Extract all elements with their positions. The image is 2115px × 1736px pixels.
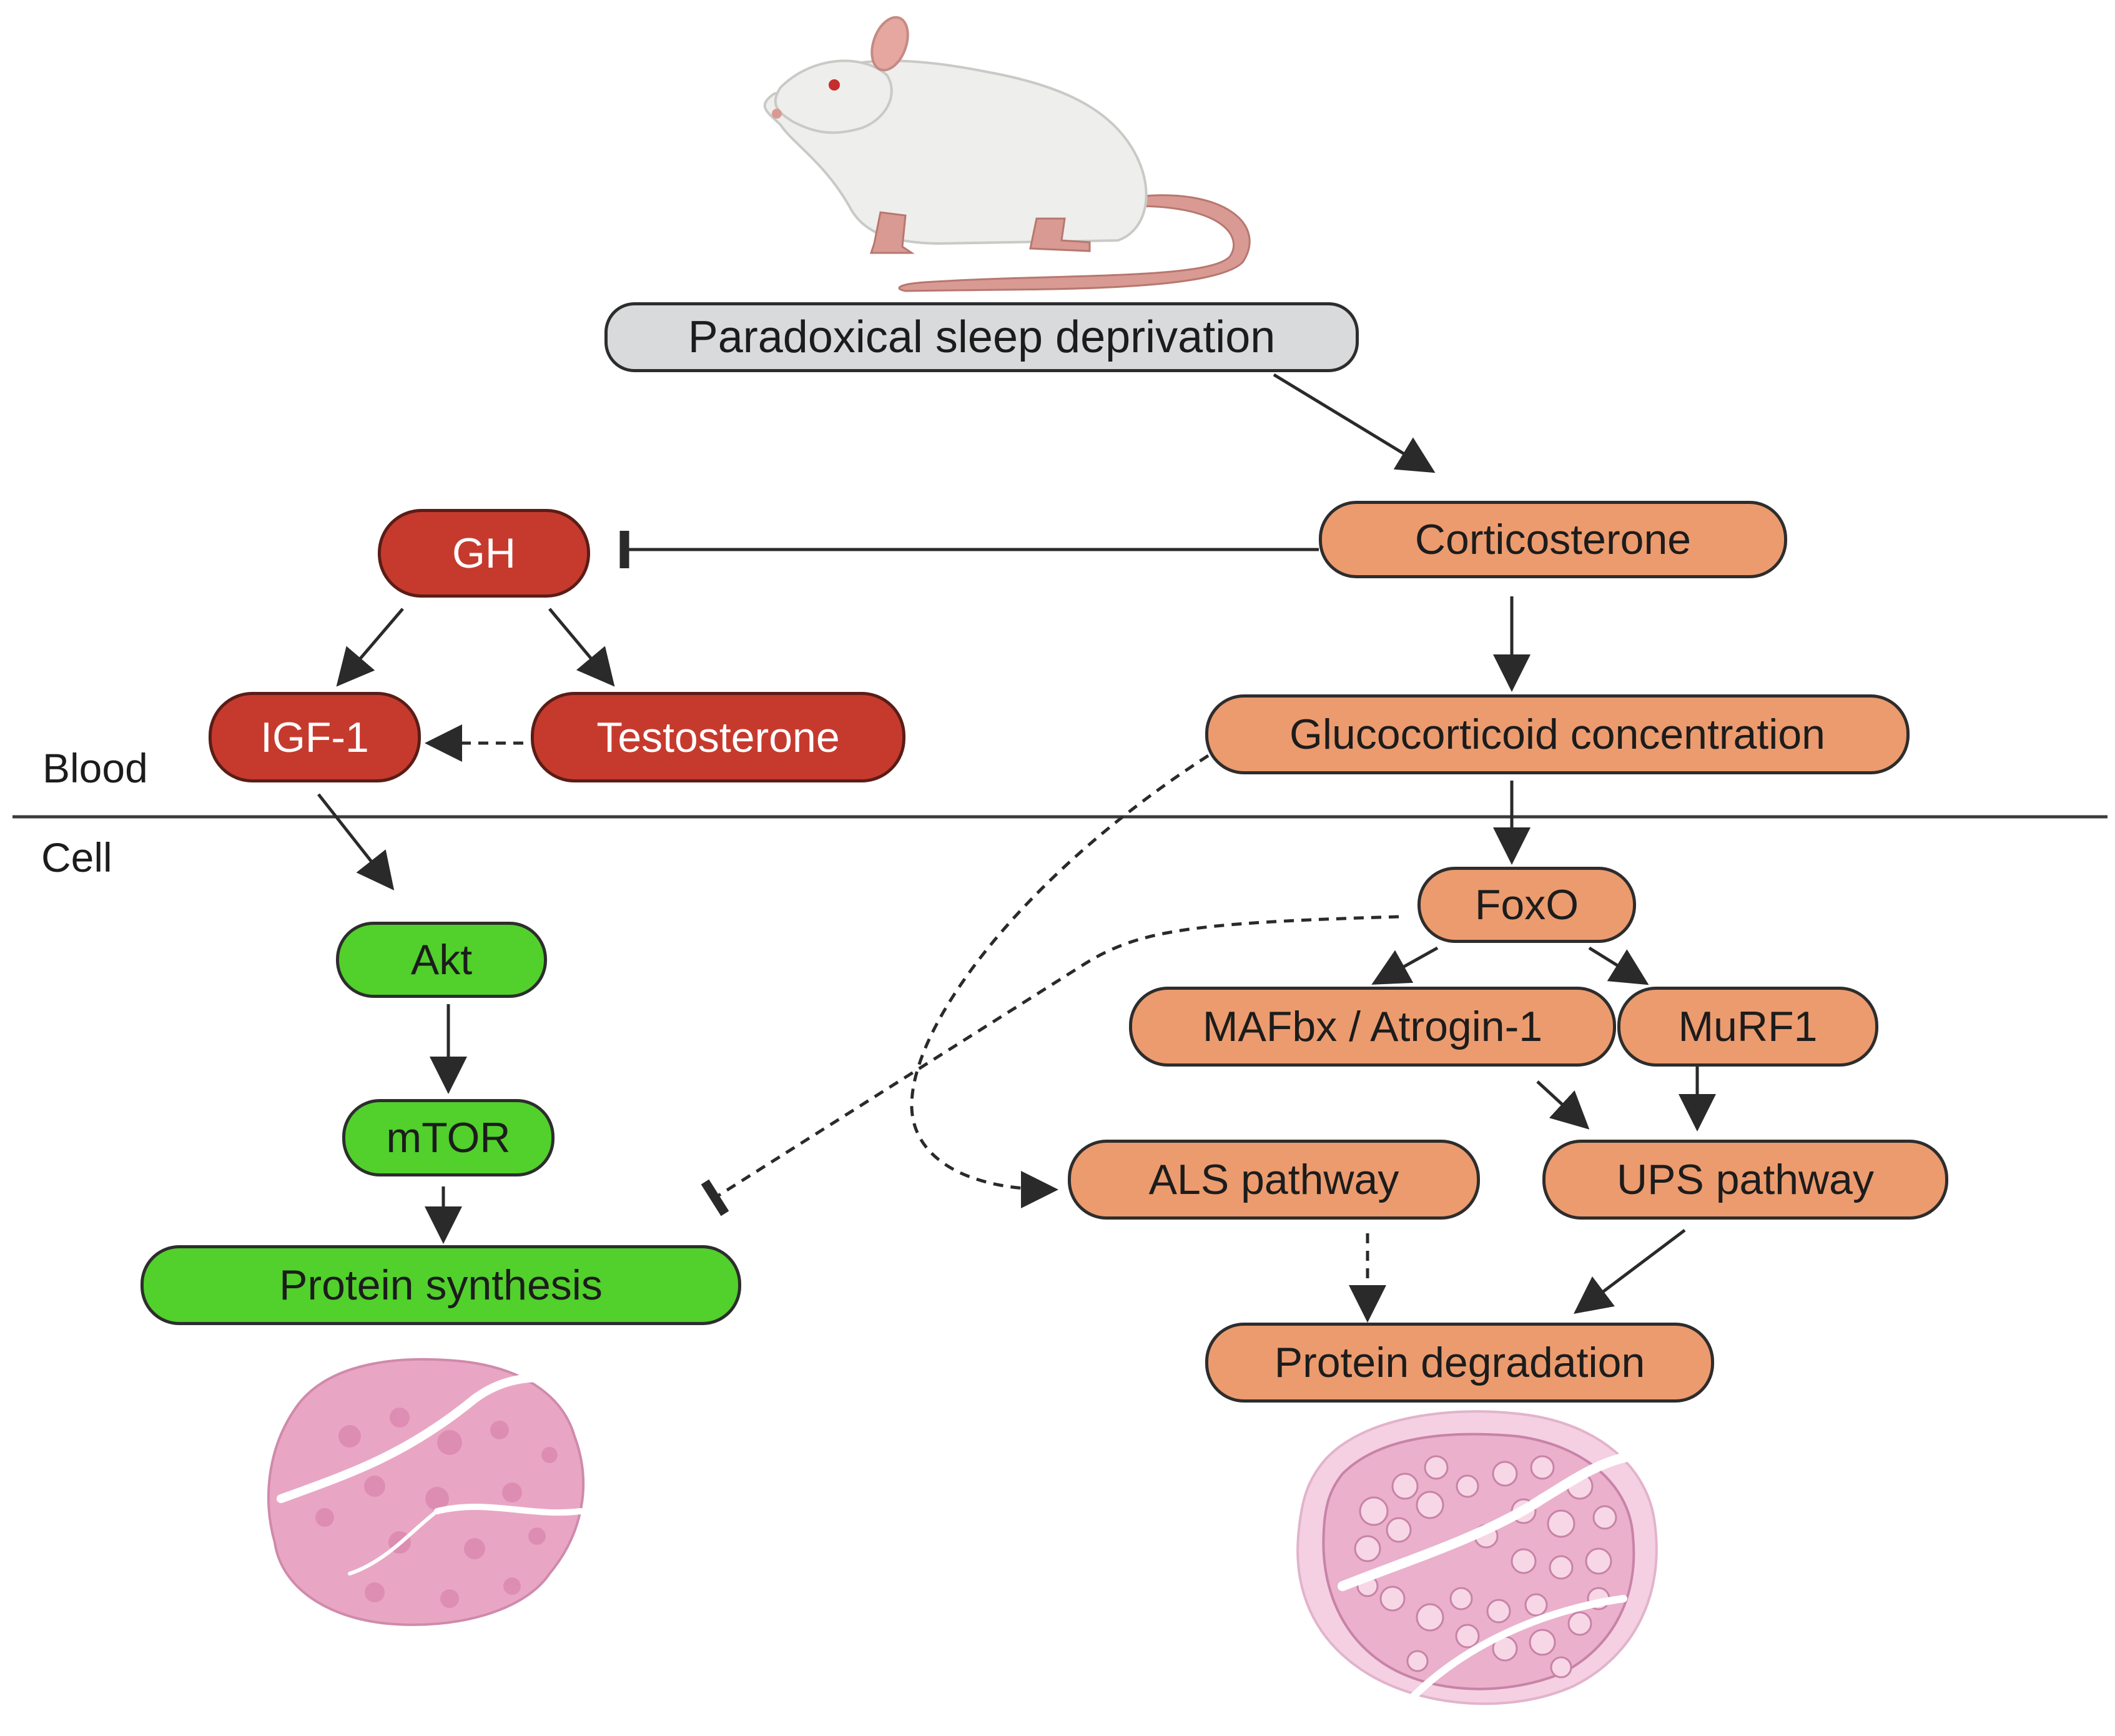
muscle-atrophied-fascia: [1338, 1450, 1641, 1591]
node-corticosterone: Corticosterone: [1319, 501, 1787, 578]
edge-gh-testosterone: [548, 608, 615, 687]
muscle-healthy-fascia: [277, 1373, 566, 1503]
node-protein-degradation: Protein degradation: [1205, 1323, 1714, 1403]
rat-eye: [829, 79, 840, 91]
node-mtor: mTOR: [342, 1099, 555, 1176]
node-ups-pathway: UPS pathway: [1542, 1140, 1948, 1220]
edge-glucocorticoid-als: [910, 754, 1210, 1208]
edge-igf1-akt: [317, 793, 395, 890]
node-gh: GH: [378, 509, 590, 598]
node-glucocorticoid-concentration: Glucocorticoid concentration: [1205, 694, 1910, 774]
rat-head: [774, 59, 893, 134]
edge-mafbx-ups: [1536, 1080, 1590, 1130]
muscle-healthy-outline: [267, 1358, 585, 1626]
edge-foxo-murf1: [1588, 946, 1649, 985]
node-paradoxical-sleep-deprivation: Paradoxical sleep deprivation: [604, 302, 1359, 372]
node-testosterone: Testosterone: [531, 692, 905, 782]
rat-front-leg: [869, 211, 915, 254]
muscle-healthy-fascia-2: [434, 1503, 584, 1516]
edge-gh-igf1: [336, 608, 404, 687]
edge-psd-corticosterone: [1273, 373, 1436, 473]
rat-illustration: [763, 16, 1251, 292]
region-label-blood: Blood: [42, 745, 148, 791]
rat-nose: [772, 109, 782, 119]
edge-ups-protein-degradation: [1574, 1229, 1686, 1314]
rat-tail: [898, 194, 1251, 292]
muscle-atrophied-illustration: [1296, 1410, 1658, 1705]
node-protein-synthesis: Protein synthesis: [141, 1245, 741, 1325]
muscle-healthy-fascia-3: [348, 1509, 439, 1576]
rat-ear: [870, 16, 909, 72]
node-murf1: MuRF1: [1617, 987, 1878, 1067]
edge-foxo-mafbx: [1371, 946, 1439, 985]
region-label-cell: Cell: [41, 834, 112, 880]
node-foxo: FoxO: [1417, 867, 1636, 943]
edge-foxo-protein-synthesis: [701, 915, 1399, 1216]
rat-hind-leg: [1029, 217, 1091, 252]
node-als-pathway: ALS pathway: [1068, 1140, 1480, 1220]
node-mafbx-atrogin1: MAFbx / Atrogin-1: [1129, 987, 1616, 1067]
muscle-healthy-illustration: [267, 1358, 585, 1626]
node-akt: Akt: [336, 922, 547, 998]
node-igf1: IGF-1: [209, 692, 421, 782]
muscle-atrophied-fascia-2: [1408, 1595, 1627, 1702]
